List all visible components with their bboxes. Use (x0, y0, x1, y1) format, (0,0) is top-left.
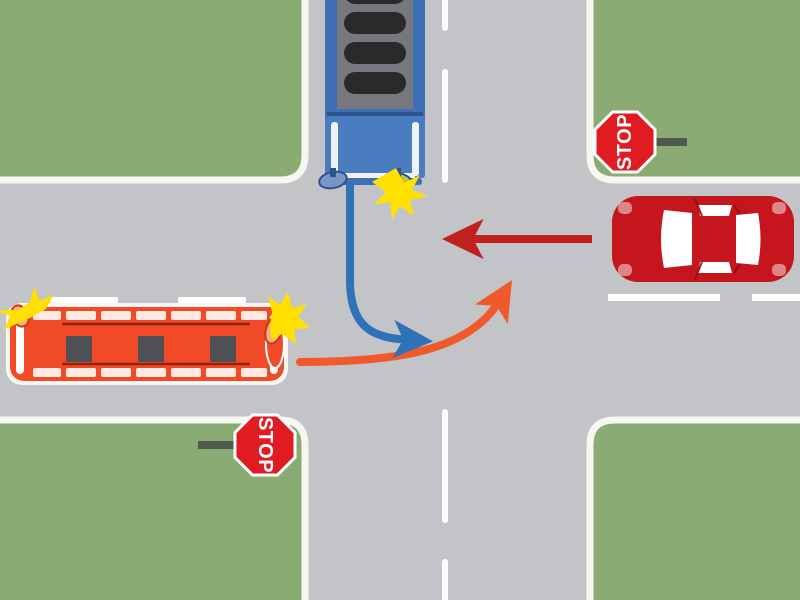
car-side-window-bottom (698, 262, 732, 273)
grass-bottom-right (586, 416, 800, 600)
bus-rail-left (16, 314, 24, 374)
bus-roof-hatches (66, 336, 236, 362)
stop-sign-post-top-right (645, 138, 687, 146)
orange-bus (0, 287, 310, 385)
horizontal-lane-dashes-west (50, 297, 246, 303)
stop-sign-label: STOP (254, 417, 276, 473)
blue-truck (318, 0, 428, 220)
truck-turn-signal-flash (372, 168, 428, 220)
stop-sign-top-right: STOP (593, 110, 687, 174)
bus-hazard-flash-rear (0, 287, 54, 330)
horizontal-lane-dashes-east (608, 294, 800, 301)
car-side-window-top (698, 205, 732, 216)
bus-hazard-flash-front (268, 292, 310, 344)
bus-roof-stripe-top (33, 311, 267, 320)
stop-sign-label: STOP (614, 114, 636, 170)
truck-cargo-bars (344, 0, 406, 94)
bus-roof-stripe-bottom (33, 368, 267, 377)
truck-cab (325, 116, 425, 178)
lane-markings (50, 0, 800, 600)
stop-sign-octagon (593, 110, 657, 174)
car-windshield (661, 210, 692, 268)
red-car (612, 196, 794, 282)
car-rear-window (736, 213, 761, 265)
stop-sign-octagon (233, 413, 297, 477)
grass-top-left (0, 0, 309, 184)
stop-sign-post-bottom-left (198, 441, 244, 449)
blue-truck-path-arrow (346, 182, 434, 359)
stop-sign-bottom-left: STOP (198, 413, 297, 477)
